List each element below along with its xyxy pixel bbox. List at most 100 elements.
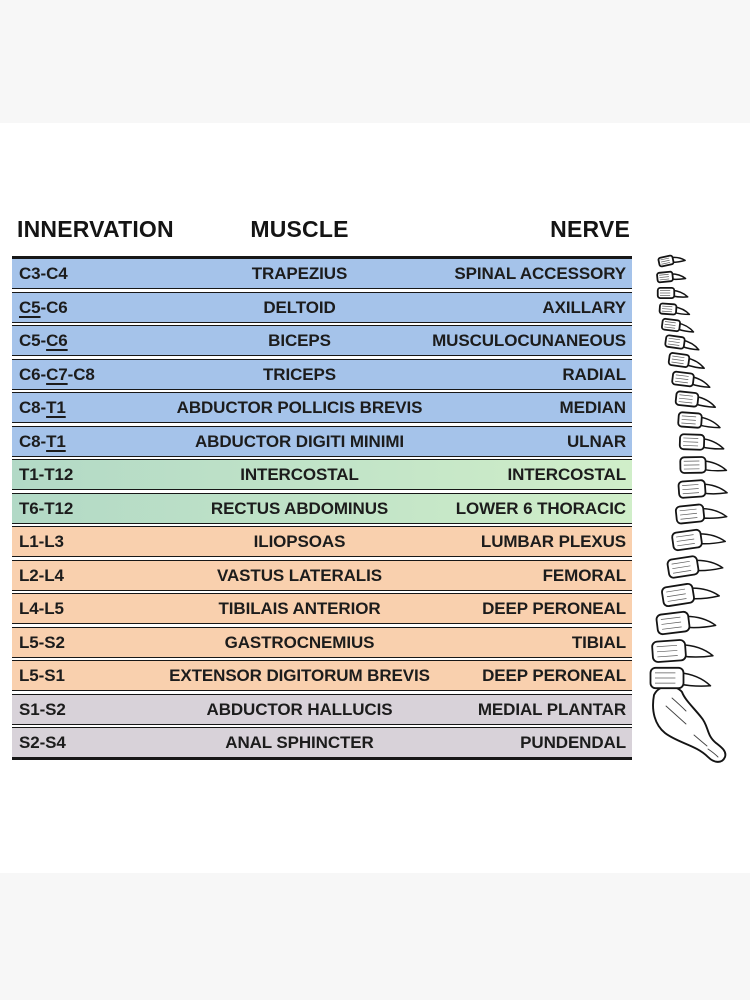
table-row: C5-C6 BICEPS MUSCULOCUNANEOUS bbox=[12, 325, 632, 356]
muscle-cell: RECTUS ABDOMINUS bbox=[210, 498, 389, 518]
innervation-segment: T6-T12 bbox=[19, 498, 74, 518]
vertebra bbox=[677, 411, 721, 429]
nerve-cell: MUSCULOCUNANEOUS bbox=[432, 331, 626, 350]
innervation-segment: C6- bbox=[19, 364, 47, 384]
nerve-cell: FEMORAL bbox=[542, 565, 626, 585]
muscle-cell: BICEPS bbox=[268, 331, 331, 350]
muscle-cell: TRAPEZIUS bbox=[251, 264, 348, 283]
nerve-cell: DEEP PERONEAL bbox=[482, 599, 626, 618]
innervation-segment: L2-L4 bbox=[19, 565, 64, 585]
muscle-cell: EXTENSOR DIGITORUM BREVIS bbox=[169, 666, 430, 685]
muscle-cell: ABDUCTOR POLLICIS BREVIS bbox=[176, 398, 423, 417]
vertebra bbox=[667, 352, 705, 370]
innervation-segment: T1-T12 bbox=[19, 465, 74, 484]
nerve-cell: RADIAL bbox=[562, 364, 626, 384]
vertebra bbox=[671, 370, 711, 389]
innervation-segment: C8- bbox=[19, 398, 47, 417]
table-row: L5-S2 GASTROCNEMIUS TIBIAL bbox=[12, 626, 632, 658]
innervation-segment: C5- bbox=[19, 331, 47, 350]
innervation-cell: C8-T1 bbox=[19, 427, 66, 456]
muscle-cell: ABDUCTOR HALLUCIS bbox=[206, 699, 393, 719]
innervation-cell: C5-C6 bbox=[19, 326, 68, 355]
innervation-segment-underlined: C7 bbox=[46, 364, 68, 384]
muscle-cell: VASTUS LATERALIS bbox=[217, 565, 382, 585]
nerve-cell: AXILLARY bbox=[542, 297, 626, 317]
vertebra bbox=[656, 287, 689, 299]
table-row: L5-S1 EXTENSOR DIGITORUM BREVIS DEEP PERON… bbox=[12, 660, 632, 691]
innervation-cell: C5-C6 bbox=[19, 293, 68, 322]
nerve-cell: MEDIAL PLANTAR bbox=[477, 699, 626, 719]
header-nerve: NERVE bbox=[550, 216, 630, 242]
innervation-segment: -C6 bbox=[40, 297, 68, 317]
vertebra bbox=[674, 390, 717, 408]
muscle-cell: INTERCOSTAL bbox=[240, 465, 359, 484]
sacrum-detail bbox=[665, 705, 687, 725]
innervation-segment: L1-L3 bbox=[19, 532, 64, 551]
innervation-cell: L5-S1 bbox=[19, 661, 65, 690]
table-row: S2-S4 ANAL SPHINCTER PUNDENDAL bbox=[12, 727, 632, 758]
vertebra bbox=[677, 479, 728, 499]
innervation-segment: C3-C4 bbox=[19, 264, 68, 283]
muscle-cell: GASTROCNEMIUS bbox=[224, 632, 375, 652]
header-innervation: INNERVATION bbox=[17, 216, 174, 242]
table-header: INNERVATION MUSCLE NERVE bbox=[12, 213, 632, 245]
innervation-segment: L5-S2 bbox=[19, 632, 65, 652]
innervation-segment: L5-S1 bbox=[19, 666, 65, 685]
table-row: L2-L4 VASTUS LATERALIS FEMORAL bbox=[12, 559, 632, 591]
innervation-segment-underlined: T1 bbox=[46, 398, 66, 417]
table-row: S1-S2 ABDUCTOR HALLUCIS MEDIAL PLANTAR bbox=[12, 693, 632, 725]
innervation-cell: L4-L5 bbox=[19, 594, 64, 623]
table-row: L1-L3 ILIOPSOAS LUMBAR PLEXUS bbox=[12, 526, 632, 557]
table-row: C8-T1 ABDUCTOR POLLICIS BREVIS MEDIAN bbox=[12, 392, 632, 423]
innervation-cell: T1-T12 bbox=[19, 460, 73, 489]
innervation-cell: C3-C4 bbox=[19, 259, 68, 288]
vertebra bbox=[658, 302, 691, 316]
vertebra bbox=[661, 582, 720, 608]
vertebra bbox=[679, 456, 728, 474]
coccyx-detail bbox=[707, 748, 719, 758]
innervation-segment: -C8 bbox=[67, 364, 95, 384]
poster-canvas: INNERVATION MUSCLE NERVE C3-C4 TRAPEZIUS S… bbox=[0, 123, 750, 873]
innervation-segment-underlined: C5 bbox=[19, 297, 41, 317]
innervation-cell: C8-T1 bbox=[19, 393, 66, 422]
nerve-cell: LOWER 6 THORACIC bbox=[455, 498, 626, 518]
nerve-cell: DEEP PERONEAL bbox=[482, 666, 626, 685]
sacrum-detail bbox=[693, 734, 708, 747]
innervation-segment: S1-S2 bbox=[19, 699, 66, 719]
vertebra bbox=[651, 639, 714, 663]
innervation-cell: S1-S2 bbox=[19, 695, 66, 724]
muscle-cell: ABDUCTOR DIGITI MINIMI bbox=[194, 431, 405, 451]
muscle-cell: TRICEPS bbox=[263, 364, 336, 384]
muscle-cell: ANAL SPHINCTER bbox=[225, 733, 374, 752]
sacrum-detail bbox=[671, 697, 687, 712]
spine-illustration bbox=[649, 254, 728, 763]
innervation-segment-underlined: C6 bbox=[46, 331, 68, 350]
muscle-cell: TIBILAIS ANTERIOR bbox=[218, 599, 381, 618]
nerve-cell: INTERCOSTAL bbox=[507, 465, 626, 484]
vertebra bbox=[671, 528, 727, 552]
vertebra bbox=[674, 503, 728, 525]
innervation-segment: S2-S4 bbox=[19, 733, 66, 752]
header-muscle: MUSCLE bbox=[250, 216, 349, 242]
vertebra bbox=[678, 433, 725, 451]
nerve-cell: MEDIAN bbox=[559, 398, 627, 417]
innervation-cell: L5-S2 bbox=[19, 628, 65, 657]
vertebra bbox=[649, 666, 712, 690]
innervation-segment: L4-L5 bbox=[19, 599, 64, 618]
vertebra bbox=[666, 555, 724, 579]
muscle-cell: ILIOPSOAS bbox=[253, 532, 346, 551]
nerve-cell: LUMBAR PLEXUS bbox=[480, 532, 626, 551]
nerve-cell: TIBIAL bbox=[571, 632, 626, 652]
innervation-segment: C8- bbox=[19, 431, 47, 451]
table-row: C6-C7-C8 TRICEPS RADIAL bbox=[12, 358, 632, 390]
table-row: C3-C4 TRAPEZIUS SPINAL ACCESSORY bbox=[12, 258, 632, 289]
nerve-cell: PUNDENDAL bbox=[520, 733, 626, 752]
innervation-cell: L1-L3 bbox=[19, 527, 64, 556]
innervation-cell: C6-C7-C8 bbox=[19, 360, 95, 389]
vertebra bbox=[661, 317, 695, 333]
nerve-cell: SPINAL ACCESSORY bbox=[454, 264, 626, 283]
